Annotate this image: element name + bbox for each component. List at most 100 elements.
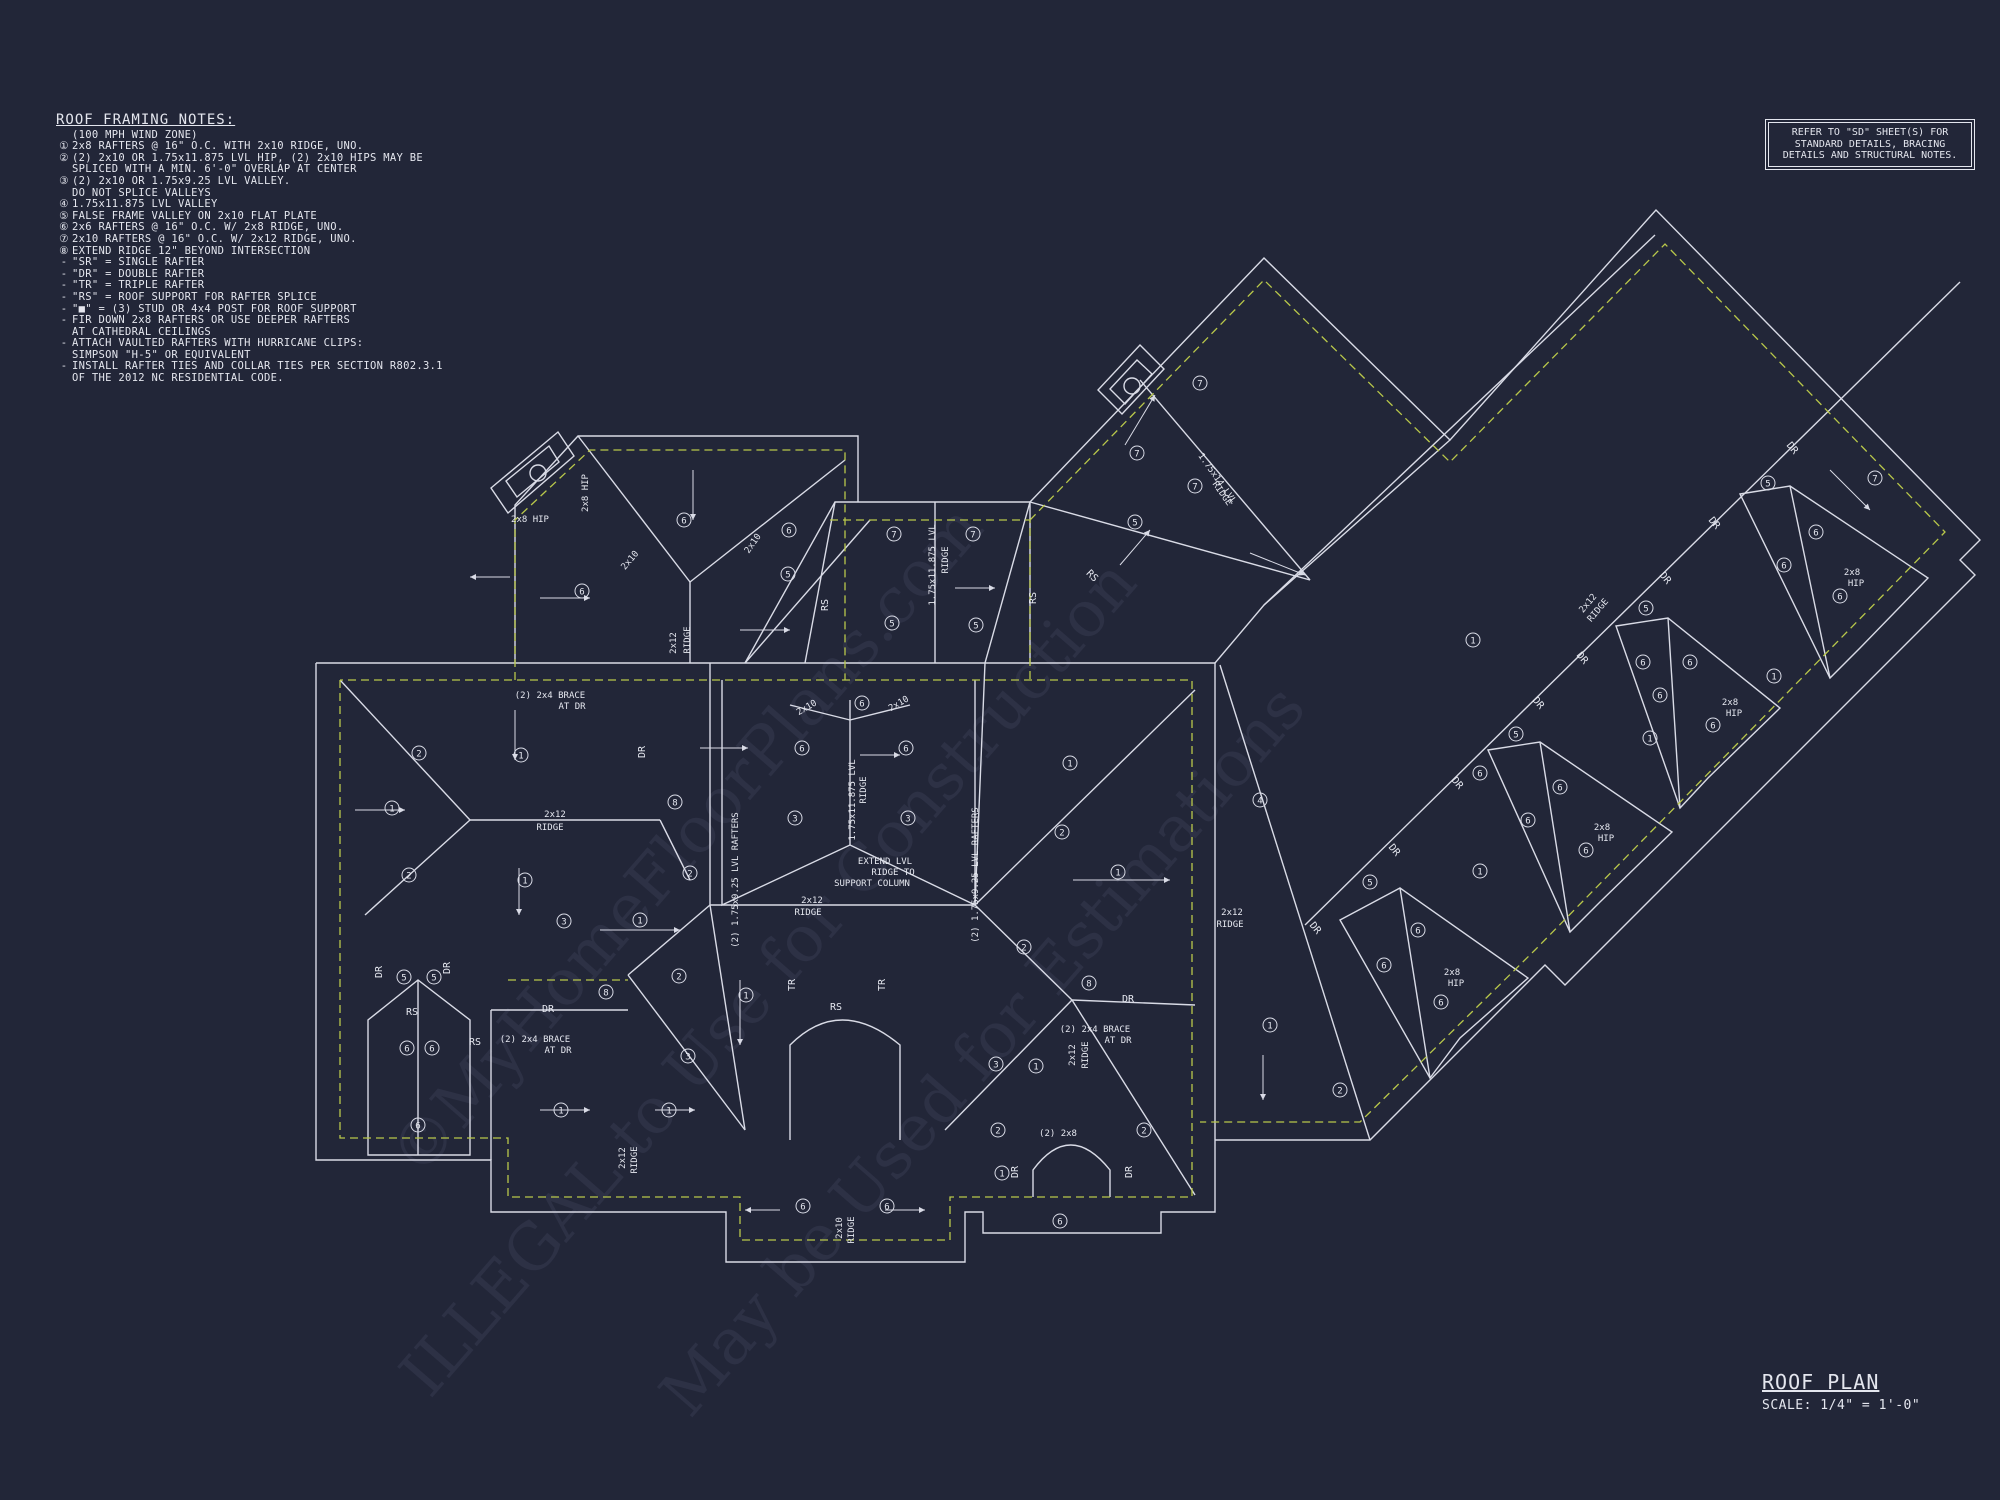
plan-label: RIDGE <box>1081 1041 1091 1068</box>
callout-circle <box>1867 470 1883 486</box>
plan-label: DR <box>1010 1165 1021 1178</box>
callout-marker: 6 <box>854 695 870 711</box>
roof-edge <box>804 501 836 664</box>
note-item: -"RS" = ROOF SUPPORT FOR RAFTER SPLICE <box>56 290 443 304</box>
arrow-head <box>1149 395 1155 402</box>
roof-edge <box>1667 617 1681 809</box>
plan-label: HIP <box>1448 979 1465 989</box>
callout-marker: 6 <box>1682 654 1698 670</box>
callout-number: 3 <box>993 1061 998 1071</box>
callout-number: 1 <box>518 752 523 762</box>
callout-marker: 3 <box>988 1056 1004 1072</box>
callout-number: 6 <box>1381 962 1386 972</box>
note-marker: ⑧ <box>59 244 69 257</box>
plan-label: RS <box>469 1037 481 1048</box>
callout-marker: 5 <box>1638 600 1654 616</box>
roof-edge <box>984 501 1031 664</box>
callout-circle <box>1766 668 1782 684</box>
note-text: SIMPSON "H-5" OR EQUIVALENT <box>72 348 251 361</box>
roof-edge <box>709 904 746 1131</box>
note-item: -"■" = (3) STUD OR 4x4 POST FOR ROOF SUP… <box>56 303 443 316</box>
callout-number: 2 <box>406 872 411 882</box>
callout-number: 2 <box>1021 944 1026 954</box>
plan-label: 2x12 <box>1068 1044 1078 1066</box>
roof-edge <box>1071 999 1196 1006</box>
callout-circle <box>517 872 533 888</box>
framing-arrows <box>355 394 1871 1213</box>
callout-circle <box>426 969 442 985</box>
callout-circle <box>671 968 687 984</box>
callout-marker: 7 <box>1867 470 1883 486</box>
plan-label: TR <box>877 978 888 991</box>
note-text: "RS" = ROOF SUPPORT FOR RAFTER SPLICE <box>72 290 317 303</box>
plan-label: DR <box>1386 842 1403 859</box>
callout-number: 1 <box>999 1170 1004 1180</box>
callout-circle <box>598 984 614 1000</box>
dormer <box>1738 485 1930 680</box>
callout-number: 6 <box>1781 562 1786 572</box>
callout-number: 6 <box>800 1203 805 1213</box>
callout-circle <box>410 1117 426 1133</box>
plan-label: HIP <box>1848 579 1865 589</box>
callout-circle <box>1362 874 1378 890</box>
plan-label: RS <box>1028 592 1039 604</box>
plan-label: DR <box>1449 775 1466 792</box>
plan-label: RS <box>830 1002 842 1013</box>
callout-circle <box>396 969 412 985</box>
note-item: -INSTALL RAFTER TIES AND COLLAR TIES PER… <box>56 361 443 373</box>
plan-label: DR <box>542 1004 555 1015</box>
callout-marker: 5 <box>1362 874 1378 890</box>
callout-circle <box>900 810 916 826</box>
callout-marker: 6 <box>879 1198 895 1214</box>
callout-number: 5 <box>1132 519 1137 529</box>
callout-number: 4 <box>1257 797 1262 807</box>
callout-circle <box>1520 812 1536 828</box>
callout-marker: 6 <box>1433 994 1449 1010</box>
plan-label: DR <box>1784 440 1801 457</box>
callout-number: 6 <box>884 1203 889 1213</box>
callout-number: 2 <box>1337 1087 1342 1097</box>
note-text: SPLICED WITH A MIN. 6'-0" OVERLAP AT CEN… <box>72 163 357 176</box>
callout-marker: 6 <box>1578 842 1594 858</box>
callout-circle <box>1642 730 1658 746</box>
note-marker: ② <box>59 151 69 164</box>
callout-marker: 6 <box>1376 957 1392 973</box>
wall-line <box>514 449 846 680</box>
roof-edge <box>744 519 871 664</box>
reference-note-box: REFER TO "SD" SHEET(S) FOR STANDARD DETA… <box>1765 119 1975 170</box>
chimney-flue <box>1123 377 1141 395</box>
callout-marker: 1 <box>384 800 400 816</box>
plan-label: DR <box>1530 695 1547 712</box>
callout-circle <box>1054 824 1070 840</box>
callout-circle <box>794 740 810 756</box>
callout-marker: 7 <box>1129 445 1145 461</box>
callout-number: 6 <box>799 745 804 755</box>
note-text: OF THE 2012 NC RESIDENTIAL CODE. <box>72 372 284 385</box>
callout-marker: 3 <box>787 810 803 826</box>
callout-circle <box>1508 726 1524 742</box>
note-item: -FIR DOWN 2x8 RAFTERS OR USE DEEPER RAFT… <box>56 314 443 327</box>
callout-number: 5 <box>1513 731 1518 741</box>
plan-label: RIDGE <box>1216 920 1243 930</box>
plan-label: 2x12 <box>1221 908 1243 918</box>
callout-marker: 6 <box>1052 1213 1068 1229</box>
callout-marker: 1 <box>1028 1058 1044 1074</box>
callout-circle <box>795 1198 811 1214</box>
callout-circle <box>1016 939 1032 955</box>
callout-number: 7 <box>1134 450 1139 460</box>
callout-marker: 1 <box>632 912 648 928</box>
roof-edge <box>689 459 846 583</box>
arrow-head <box>745 1207 751 1213</box>
plan-label: 2x8 <box>1444 968 1460 978</box>
plan-label: DR <box>374 965 385 978</box>
direction-arrow <box>1124 394 1156 446</box>
note-item: (100 MPH WIND ZONE) <box>56 129 443 142</box>
note-item: ②(2) 2x10 OR 1.75x11.875 LVL HIP, (2) 2x… <box>56 151 443 165</box>
note-text: EXTEND RIDGE 12" BEYOND INTERSECTION <box>72 244 311 257</box>
arrow-head <box>470 574 476 580</box>
callout-circle <box>990 1122 1006 1138</box>
callout-circle <box>854 695 870 711</box>
callout-circle <box>401 867 417 883</box>
title-block: ROOF PLAN SCALE: 1/4" = 1'-0" <box>1762 1370 1920 1413</box>
callout-number: 1 <box>1067 760 1072 770</box>
